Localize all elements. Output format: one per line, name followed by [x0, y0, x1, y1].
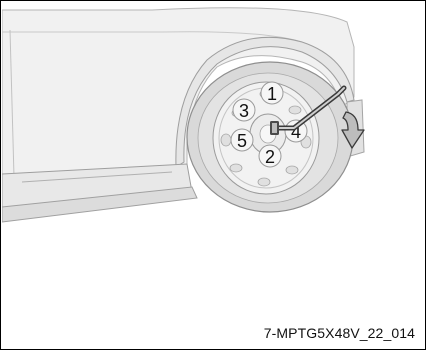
rim-hole [221, 134, 231, 146]
lug-nut-1: 1 [261, 82, 283, 104]
rim-hole [230, 164, 242, 172]
rim-hole [286, 166, 298, 174]
lug-label-1: 1 [267, 84, 277, 104]
lug-nut-3: 3 [233, 99, 255, 121]
lug-label-3: 3 [239, 101, 249, 121]
lug-nut-5: 5 [231, 129, 253, 151]
rim-hole [289, 106, 301, 114]
lug-label-2: 2 [265, 147, 275, 167]
figure-caption: 7-MPTG5X48V_22_014 [264, 325, 415, 341]
rim-hole [258, 178, 270, 186]
lug-nut-2: 2 [259, 145, 281, 167]
lug-label-5: 5 [237, 131, 247, 151]
